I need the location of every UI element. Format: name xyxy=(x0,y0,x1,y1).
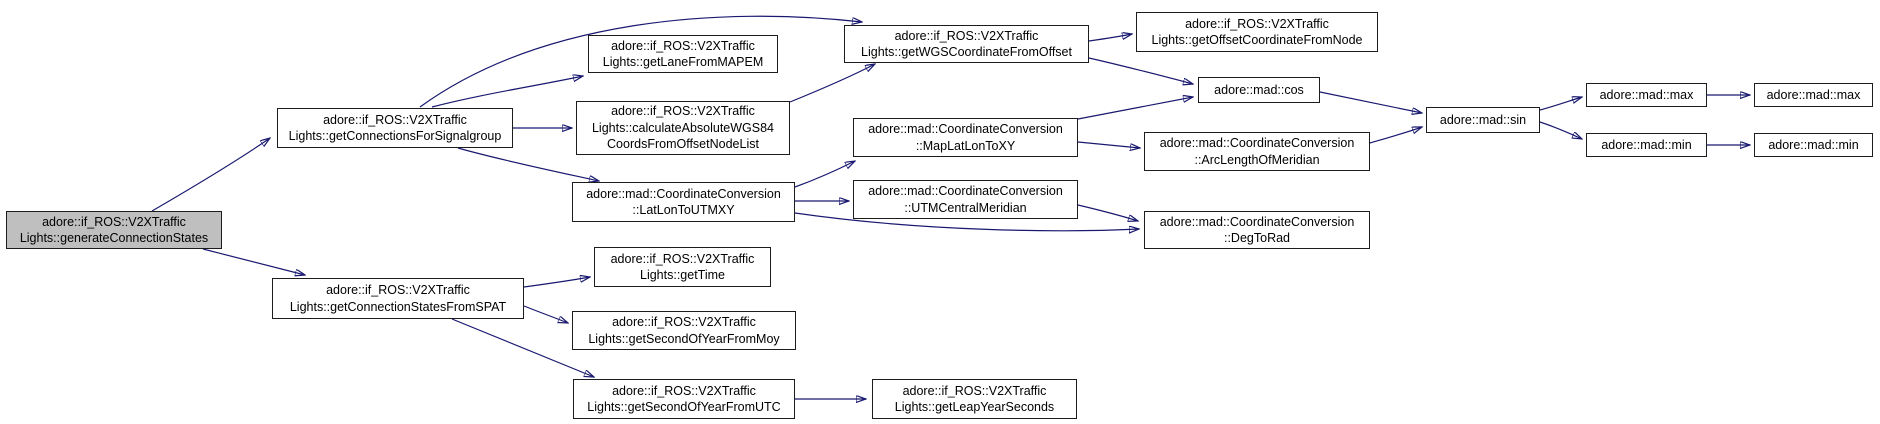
node-DegToRad[interactable]: adore::mad::CoordinateConversion ::DegTo… xyxy=(1144,211,1370,249)
edge-calculateAbsoluteWGS84-to-getWGSCoordinateFromOffset xyxy=(789,64,875,103)
edge-LatLonToUTMXY-to-MapLatLonToXY xyxy=(794,161,855,188)
edge-sin-to-min xyxy=(1539,121,1582,139)
node-getTime[interactable]: adore::if_ROS::V2XTraffic Lights::getTim… xyxy=(594,247,771,287)
node-ArcLengthOfMeridian[interactable]: adore::mad::CoordinateConversion ::ArcLe… xyxy=(1144,132,1370,171)
edge-MapLatLonToXY-to-cos xyxy=(1077,97,1193,120)
node-getLaneFromMAPEM[interactable]: adore::if_ROS::V2XTraffic Lights::getLan… xyxy=(588,35,778,73)
edge-getConnectionStatesFromSPAT-to-getTime xyxy=(523,277,590,288)
node-getWGSCoordinateFromOffset[interactable]: adore::if_ROS::V2XTraffic Lights::getWGS… xyxy=(844,25,1089,63)
node-getLeapYearSeconds[interactable]: adore::if_ROS::V2XTraffic Lights::getLea… xyxy=(872,379,1077,419)
node-getConnectionStatesFromSPAT[interactable]: adore::if_ROS::V2XTraffic Lights::getCon… xyxy=(272,278,524,319)
node-generateConnectionStates[interactable]: adore::if_ROS::V2XTraffic Lights::genera… xyxy=(6,211,222,249)
node-max[interactable]: adore::mad::max xyxy=(1586,83,1707,107)
edge-MapLatLonToXY-to-ArcLengthOfMeridian xyxy=(1077,141,1140,148)
edge-getWGSCoordinateFromOffset-to-getOffsetCoordinateFromNode xyxy=(1088,34,1132,42)
edge-UTMCentralMeridian-to-DegToRad xyxy=(1077,204,1138,221)
node-calculateAbsoluteWGS84CoordsFromOffsetNodeList[interactable]: adore::if_ROS::V2XTraffic Lights::calcul… xyxy=(576,101,790,155)
node-getOffsetCoordinateFromNode[interactable]: adore::if_ROS::V2XTraffic Lights::getOff… xyxy=(1136,12,1378,52)
node-min-2[interactable]: adore::mad::min xyxy=(1754,133,1873,157)
edge-sin-to-max xyxy=(1539,97,1582,111)
node-LatLonToUTMXY[interactable]: adore::mad::CoordinateConversion ::LatLo… xyxy=(572,182,795,222)
node-cos[interactable]: adore::mad::cos xyxy=(1198,77,1320,103)
edge-cos-to-sin xyxy=(1319,91,1422,113)
node-min[interactable]: adore::mad::min xyxy=(1586,133,1707,157)
node-sin[interactable]: adore::mad::sin xyxy=(1426,107,1540,133)
node-getSecondOfYearFromUTC[interactable]: adore::if_ROS::V2XTraffic Lights::getSec… xyxy=(573,379,795,419)
edge-getConnectionStatesFromSPAT-to-getSecondOfYearFromMoy xyxy=(523,305,568,323)
edge-getWGSCoordinateFromOffset-to-cos xyxy=(1088,57,1193,84)
node-getSecondOfYearFromMoy[interactable]: adore::if_ROS::V2XTraffic Lights::getSec… xyxy=(572,311,796,350)
edge-getConnectionsForSignalgroup-to-getLaneFromMAPEM xyxy=(431,76,583,108)
node-max-2[interactable]: adore::mad::max xyxy=(1754,83,1873,107)
node-UTMCentralMeridian[interactable]: adore::mad::CoordinateConversion ::UTMCe… xyxy=(853,180,1078,219)
edge-generateConnectionStates-to-getConnectionsForSignalgroup xyxy=(151,138,270,212)
node-MapLatLonToXY[interactable]: adore::mad::CoordinateConversion ::MapLa… xyxy=(853,118,1078,157)
node-getConnectionsForSignalgroup[interactable]: adore::if_ROS::V2XTraffic Lights::getCon… xyxy=(277,108,513,148)
edge-generateConnectionStates-to-getConnectionStatesFromSPAT xyxy=(202,248,305,275)
edge-ArcLengthOfMeridian-to-sin xyxy=(1369,127,1422,144)
